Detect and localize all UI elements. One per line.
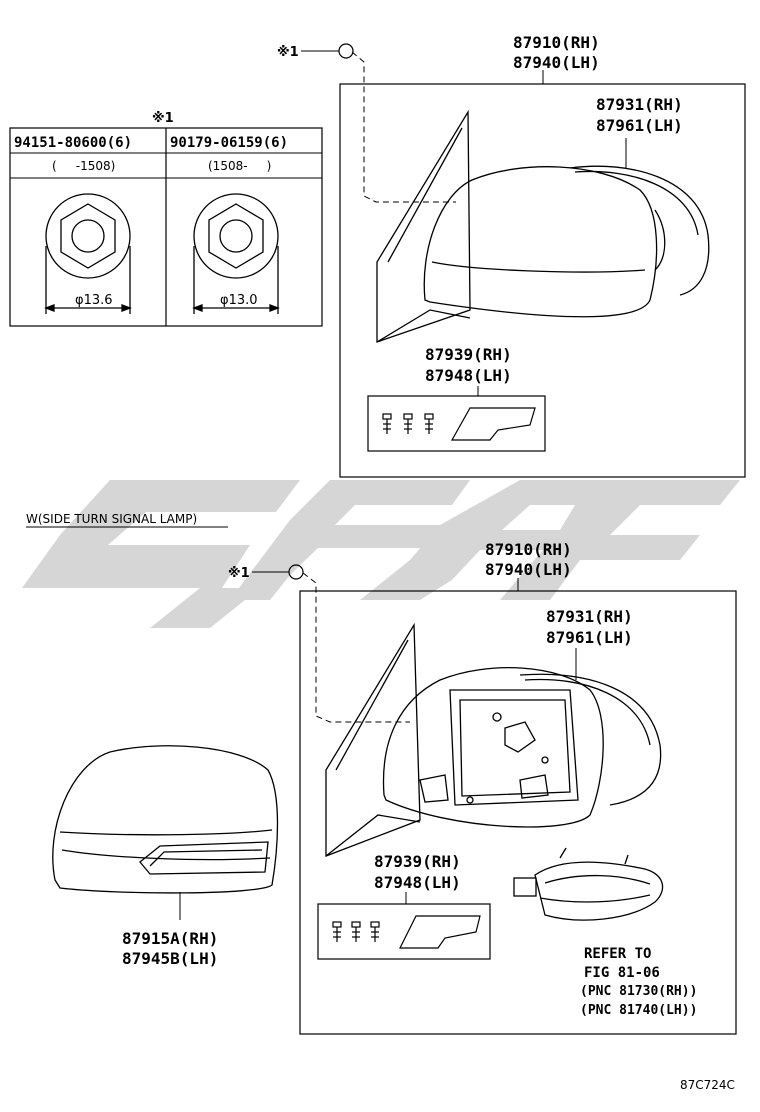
- top-assembly-lh-label: 87940(LH): [513, 53, 600, 72]
- top-screw-set-frame: [367, 395, 546, 452]
- refer-line-4: (PNC 81740(LH)): [580, 1003, 697, 1018]
- top-nut-callout-label: ※1: [277, 45, 299, 60]
- top-assembly-group: ※1 87910(RH) 87940(LH) 87931(RH) 87961(L…: [277, 33, 746, 478]
- figure-code: 87C724C: [680, 1078, 735, 1092]
- top-screws-drawing: [382, 407, 536, 441]
- top-cover-rh-label: 87931(RH): [596, 95, 683, 114]
- bottom-cover-rh-label: 87931(RH): [546, 607, 633, 626]
- mirror-base-drawing: [376, 109, 471, 343]
- bottom-cover-lh-label: 87961(LH): [546, 628, 633, 647]
- nut-table-note: ※1: [152, 111, 174, 126]
- nut-drawing-2: [192, 193, 280, 314]
- nut-drawing-1: [44, 193, 132, 314]
- outer-cover-drawing: [52, 745, 279, 894]
- bottom-assembly-frame: [299, 590, 737, 1035]
- refer-line-1: REFER TO: [584, 946, 651, 962]
- top-callout-dashed-line: [351, 51, 456, 203]
- nut-dimension-1: φ13.6: [75, 293, 113, 308]
- bottom-section: W(SIDE TURN SIGNAL LAMP): [26, 512, 737, 1035]
- bottom-assembly-rh-label: 87910(RH): [485, 540, 572, 559]
- nut-dimension-2: φ13.0: [220, 293, 258, 308]
- nut-part-number-1: 94151-80600(6): [14, 135, 132, 151]
- nut-range-1: ( -1508): [52, 159, 115, 173]
- watermark-logo: [22, 480, 740, 628]
- bottom-screw-set-rh-label: 87939(RH): [374, 852, 461, 871]
- mirror-housing-drawing: [423, 165, 710, 318]
- top-cover-lh-label: 87961(LH): [596, 116, 683, 135]
- refer-line-2: FIG 81-06: [584, 965, 660, 981]
- top-assembly-rh-label: 87910(RH): [513, 33, 600, 52]
- bottom-nut-callout-label: ※1: [228, 566, 250, 581]
- bottom-callout-dashed-line: [302, 572, 410, 723]
- top-assembly-frame: [339, 83, 746, 478]
- top-screw-set-rh-label: 87939(RH): [425, 345, 512, 364]
- bottom-mirror-base-drawing: [325, 622, 421, 857]
- nut-part-number-2: 90179-06159(6): [170, 135, 288, 151]
- bottom-assembly-lh-label: 87940(LH): [485, 560, 572, 579]
- turn-signal-lamp-drawing: [513, 847, 664, 921]
- bottom-screws-drawing: [332, 915, 481, 949]
- bottom-mirror-housing-drawing: [382, 667, 662, 828]
- outer-cover-rh-label: 87915A(RH): [122, 929, 218, 948]
- refer-line-3: (PNC 81730(RH)): [580, 984, 697, 999]
- nut-range-2: (1508- ): [208, 159, 271, 173]
- bottom-section-title: W(SIDE TURN SIGNAL LAMP): [26, 512, 197, 526]
- nut-table: ※1 94151-80600(6) 90179-06159(6) ( -1508…: [9, 111, 323, 327]
- bottom-screw-set-frame: [317, 903, 491, 960]
- top-nut-callout-icon: [338, 43, 354, 59]
- top-screw-set-lh-label: 87948(LH): [425, 366, 512, 385]
- outer-cover-lh-label: 87945B(LH): [122, 949, 218, 968]
- bottom-screw-set-lh-label: 87948(LH): [374, 873, 461, 892]
